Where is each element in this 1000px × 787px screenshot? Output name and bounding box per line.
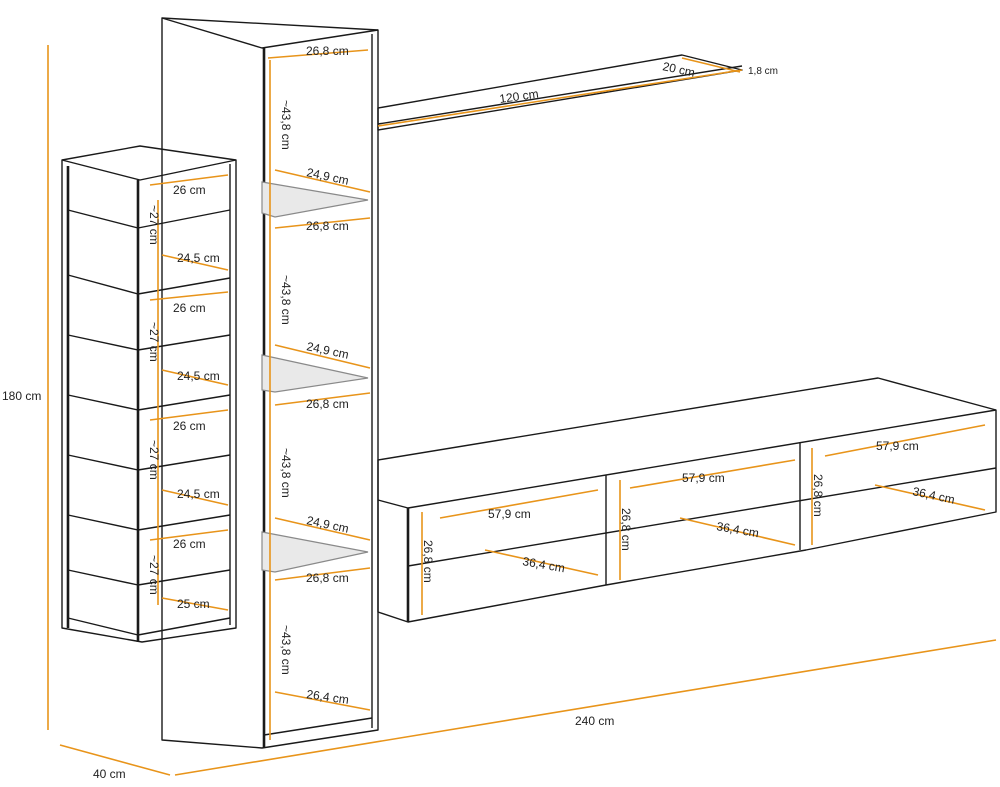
open-shelf-unit (61, 145, 237, 643)
label-shelf-depth-3: 24,5 cm (177, 487, 220, 501)
dim-shelf-width-4 (149, 529, 229, 541)
dim-lowboard-right-depth (874, 484, 986, 511)
label-lowboard-right-width: 57,9 cm (876, 439, 919, 453)
open-shelf-outline (61, 145, 237, 643)
glass-shelf-2 (261, 354, 369, 393)
label-shelf-width-1: 26 cm (173, 183, 206, 197)
dim-lowboard-right-width (824, 424, 986, 457)
glass-shelf-3 (261, 531, 369, 573)
label-lowboard-right-depth: 36,4 cm (911, 484, 956, 507)
label-shelf-height-4: ~27 cm (147, 555, 161, 595)
label-shelf-width-2: 26 cm (173, 301, 206, 315)
dim-shelf-depth (681, 57, 741, 73)
open-shelf-board-2 (67, 274, 231, 295)
open-shelf-board-1 (67, 209, 231, 229)
dim-glass-depth-2 (274, 344, 371, 369)
label-shelf-length: 120 cm (498, 87, 539, 106)
dim-glass-width-1 (274, 217, 371, 229)
dim-glass-depth-3 (274, 517, 371, 541)
dim-lowboard-mid-width (629, 459, 796, 489)
label-shelf-width-3: 26 cm (173, 419, 206, 433)
tall-cabinet-outline (161, 17, 379, 749)
label-shelf-height-1: ~27 cm (147, 205, 161, 245)
label-overall-width: 240 cm (575, 714, 614, 728)
dim-glass-width-2 (274, 392, 371, 406)
label-shelf-width-4: 26 cm (173, 537, 206, 551)
dim-shelf-width-2 (149, 291, 229, 301)
dim-shelf-depth-4 (161, 597, 229, 611)
label-section-height-4: ~43,8 cm (279, 625, 293, 675)
dim-shelf-depth-1 (161, 254, 229, 271)
dim-lowboard-mid-depth (679, 517, 796, 546)
open-shelf-board-6 (67, 514, 231, 531)
lowboard (377, 377, 997, 623)
glass-shelf-1 (261, 181, 369, 218)
lowboard-back-line (407, 467, 997, 567)
dimension-lines (47, 45, 997, 776)
label-shelf-depth-2: 24,5 cm (177, 369, 220, 383)
open-shelf-board-3 (67, 334, 231, 351)
label-shelf-height-2: ~27 cm (147, 322, 161, 362)
label-section-height-3: ~43,8 cm (279, 448, 293, 498)
label-shelf-thickness: 1,8 cm (748, 66, 778, 77)
label-shelf-depth-4: 25 cm (177, 597, 210, 611)
label-lowboard-left-height: 26,8 cm (421, 540, 435, 583)
label-lowboard-mid-depth: 36,4 cm (715, 519, 759, 540)
open-shelf-board-4 (67, 394, 231, 411)
label-shelf-height-3: ~27 cm (147, 440, 161, 480)
dim-shelf-length (377, 69, 743, 127)
label-lowboard-left-width: 57,9 cm (488, 507, 531, 521)
dim-glass-width-3 (274, 567, 371, 581)
dim-bottom-depth (274, 691, 371, 711)
open-shelf-board-8 (67, 617, 231, 636)
dim-top-width (267, 49, 369, 59)
label-lowboard-left-depth: 36,4 cm (521, 554, 565, 575)
label-section-height-1: ~43,8 cm (279, 100, 293, 150)
label-glass-width-2: 26,8 cm (306, 397, 349, 411)
dim-overall-depth (59, 744, 171, 776)
label-top-width: 26,8 cm (306, 44, 349, 58)
label-section-height-2: ~43,8 cm (279, 275, 293, 325)
label-shelf-depth: 20 cm (661, 59, 696, 79)
open-shelf-top-edge (61, 159, 237, 181)
wall-shelf-front-edge (377, 65, 743, 125)
dim-shelf-width-3 (149, 409, 229, 421)
dim-shelf-depth-2 (161, 369, 229, 386)
dim-glass-depth-1 (274, 169, 371, 193)
lowboard-outline (377, 377, 997, 623)
dim-lowboard-left-depth (484, 549, 599, 576)
label-glass-depth-3: 24,9 cm (305, 513, 350, 536)
tall-cabinet-bottom-shelf (263, 717, 373, 736)
open-shelf-board-7 (67, 569, 231, 586)
label-shelf-depth-1: 24,5 cm (177, 251, 220, 265)
label-lowboard-right-height: 26,8 cm (811, 474, 825, 517)
dim-lowboard-left-width (439, 489, 599, 519)
tall-cabinet (161, 17, 379, 749)
open-shelf-board-5 (67, 454, 231, 471)
label-glass-depth-1: 24,9 cm (305, 165, 350, 188)
dim-shelf-width-1 (149, 174, 229, 186)
dim-shelf-depth-3 (161, 489, 229, 506)
label-overall-height: 180 cm (2, 389, 41, 403)
label-glass-width-1: 26,8 cm (306, 219, 349, 233)
label-lowboard-mid-width: 57,9 cm (682, 471, 725, 485)
lowboard-top-edge (377, 409, 997, 509)
dim-overall-width (174, 639, 997, 776)
label-glass-width-3: 26,8 cm (306, 571, 349, 585)
label-lowboard-mid-height: 26,8 cm (619, 508, 633, 551)
label-bottom-depth: 26,4 cm (306, 687, 350, 707)
label-overall-depth: 40 cm (93, 767, 126, 781)
tall-cabinet-top-edge (161, 17, 379, 49)
